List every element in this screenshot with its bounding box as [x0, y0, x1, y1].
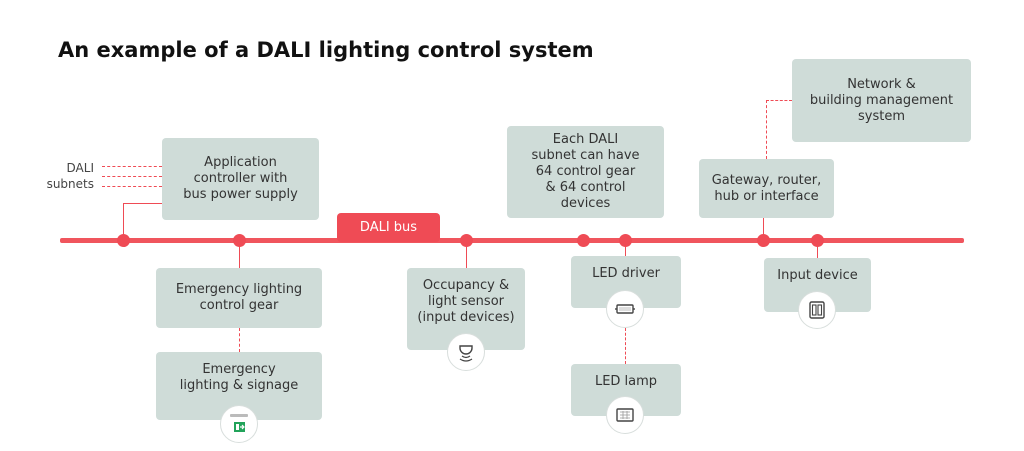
input-device-connector	[817, 241, 818, 258]
application-controller-box: Application controller with bus power su…	[162, 138, 319, 220]
bus-node-subnet	[576, 233, 590, 247]
dali-subnets-label: DALI subnets	[46, 161, 94, 191]
gateway-connector	[763, 218, 764, 240]
emergency-gear-signage-link	[239, 328, 240, 352]
bus-node-emergency	[232, 233, 246, 247]
bus-node-sensor	[459, 233, 473, 247]
emergency-signage-label: Emergency lighting & signage	[179, 362, 299, 393]
driver-lamp-link	[625, 328, 626, 364]
subnet-line-3	[102, 186, 162, 187]
switch-icon	[798, 291, 836, 329]
subnet-line-2	[102, 176, 162, 177]
dali-bus-line	[60, 238, 964, 243]
gateway-label: Gateway, router, hub or interface	[711, 172, 822, 204]
dali-bus-label: DALI bus	[337, 213, 440, 242]
led-driver-label: LED driver	[592, 266, 660, 281]
application-controller-label: Application controller with bus power su…	[183, 155, 298, 202]
page-title: An example of a DALI lighting control sy…	[58, 38, 594, 62]
emergency-gear-box: Emergency lighting control gear	[156, 268, 322, 328]
occupancy-sensor-box: Occupancy & light sensor (input devices)	[407, 268, 525, 350]
emergency-gear-label: Emergency lighting control gear	[175, 282, 303, 313]
occupancy-sensor-label: Occupancy & light sensor (input devices)	[417, 278, 515, 325]
emergency-gear-connector	[239, 241, 240, 269]
bus-node-controller	[116, 233, 130, 247]
led-driver-icon	[606, 290, 644, 328]
led-panel-icon	[606, 396, 644, 434]
gateway-box: Gateway, router, hub or interface	[699, 159, 834, 218]
subnet-info-label: Each DALI subnet can have 64 control gea…	[531, 132, 640, 211]
input-device-label: Input device	[777, 268, 858, 283]
exit-sign-icon	[220, 405, 258, 443]
controller-connector-v	[123, 203, 124, 240]
sensor-connector	[466, 241, 467, 268]
led-lamp-label: LED lamp	[594, 374, 658, 389]
subnet-line-1	[102, 166, 162, 167]
controller-connector-h	[123, 203, 162, 204]
network-label: Network & building management system	[809, 76, 954, 124]
bus-node-led-driver	[618, 233, 632, 247]
gateway-network-link-v	[766, 100, 767, 159]
bus-node-gateway	[756, 233, 770, 247]
gateway-network-link-h	[766, 100, 792, 101]
led-driver-connector	[625, 241, 626, 256]
bus-node-input-device	[810, 233, 824, 247]
network-box: Network & building management system	[792, 59, 971, 142]
subnet-info-box: Each DALI subnet can have 64 control gea…	[507, 126, 664, 218]
sensor-icon	[447, 333, 485, 371]
